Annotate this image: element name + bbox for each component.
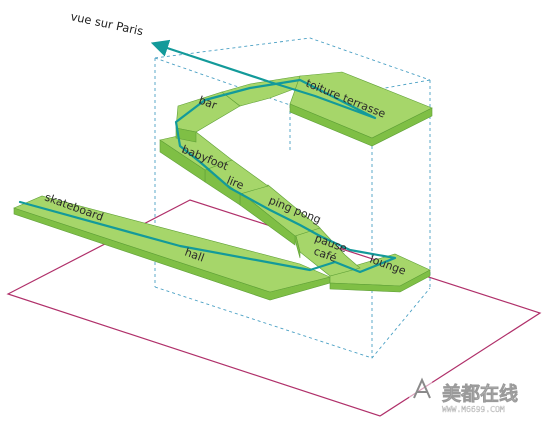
stair-ramp-steps [159,71,433,293]
roof-terrace-side [289,103,433,147]
bar-step-side [175,127,197,143]
watermark: 美都在线 WWW.M6699.COM [408,377,518,414]
lounge-platform-side [329,269,431,293]
label-hall: hall [183,246,206,265]
babyfoot-step-side [159,139,206,183]
label-bar: bar [197,94,219,113]
diagram-title: vue sur Paris [69,9,144,38]
circulation-path [18,39,397,274]
m6699-logo-icon [408,377,436,406]
watermark-text: 美都在线 [442,382,518,405]
building-volume-dashed [154,37,431,359]
watermark-url: WWW.M6699.COM [442,405,505,414]
label-lire: lire [225,174,246,193]
